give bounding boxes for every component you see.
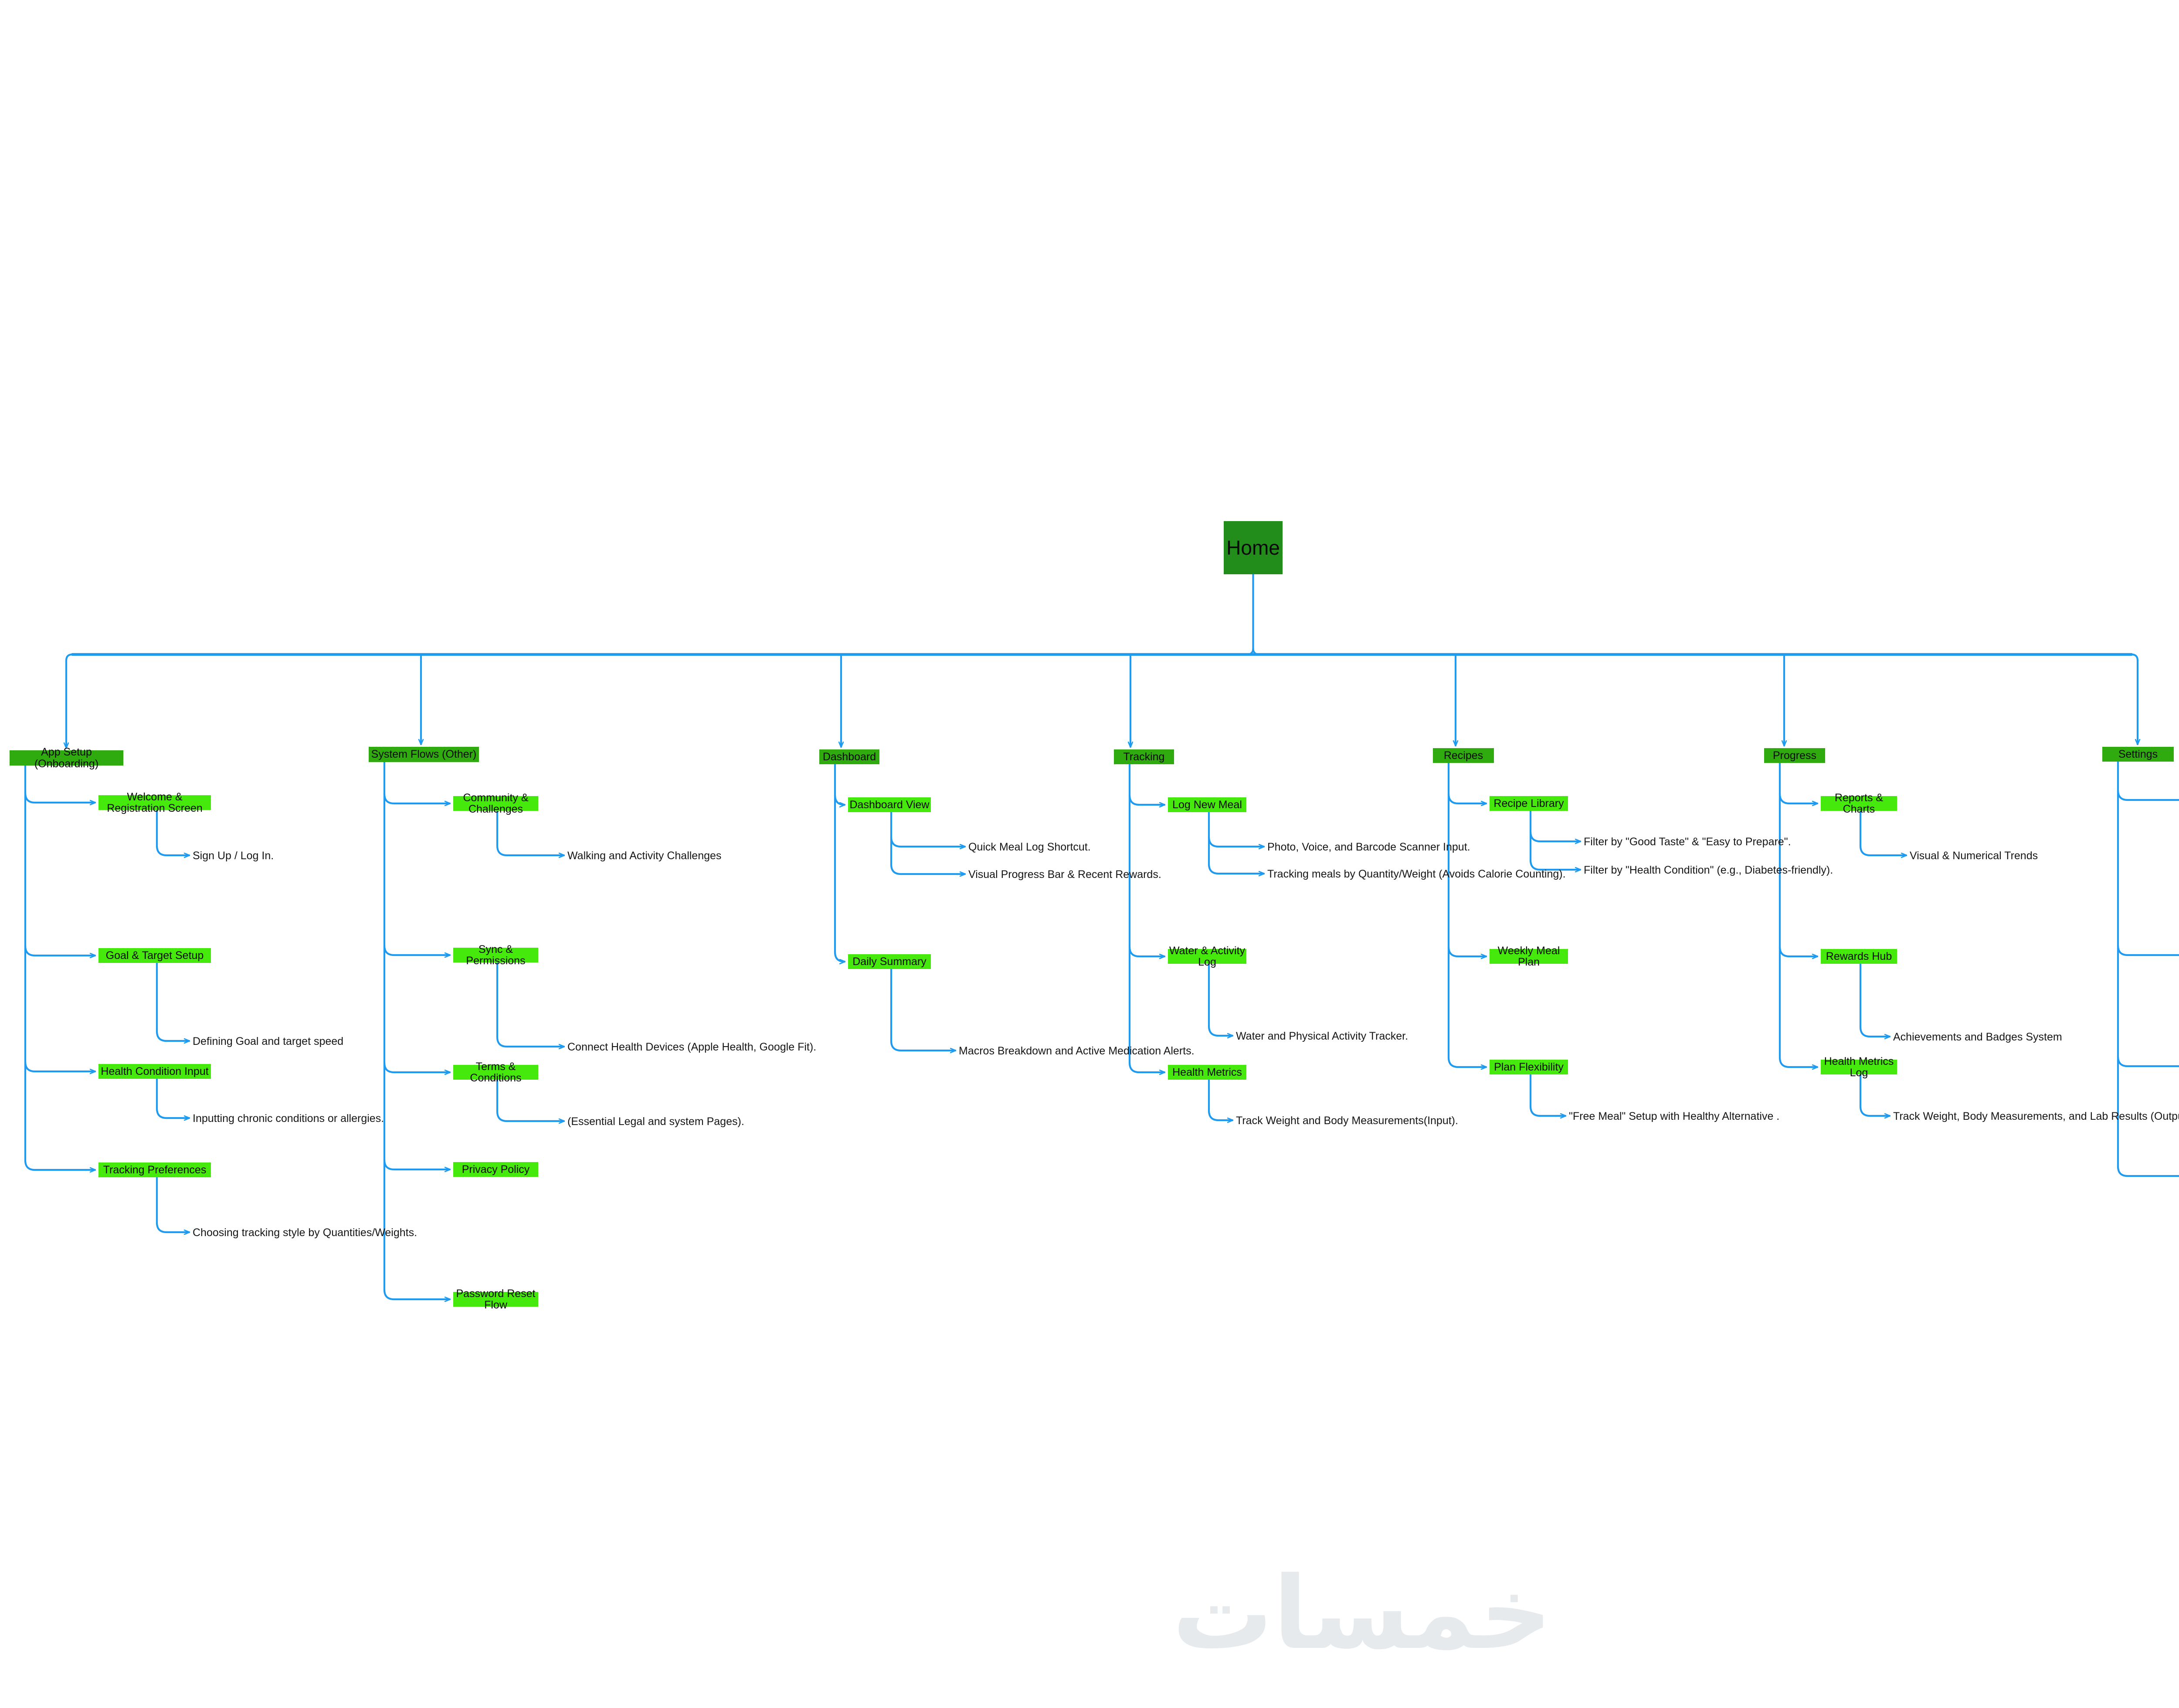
node-page-5-2[interactable]: Health Metrics Log [1821,1056,1897,1078]
note-3-2-0: Track Weight and Body Measurements(Input… [1236,1115,1458,1127]
node-page-1-3[interactable]: Privacy Policy [453,1162,538,1177]
note-1-2-0: (Essential Legal and system Pages). [567,1115,744,1128]
node-section-3[interactable]: Tracking [1114,749,1174,764]
node-page-0-2[interactable]: Health Condition Input [98,1064,211,1079]
note-2-0-1: Visual Progress Bar & Recent Rewards. [968,868,1161,881]
note-3-0-0: Photo, Voice, and Barcode Scanner Input. [1267,841,1470,853]
note-5-1-0: Achievements and Badges System [1893,1031,2062,1043]
node-page-5-0[interactable]: Reports & Charts [1821,792,1897,815]
note-5-2-0: Track Weight, Body Measurements, and Lab… [1893,1110,2179,1122]
node-page-3-1[interactable]: Water & Activity Log [1168,945,1246,968]
node-page-0-1[interactable]: Goal & Target Setup [98,948,211,963]
note-2-1-0: Macros Breakdown and Active Medication A… [959,1045,1195,1057]
node-page-0-0[interactable]: Welcome & Registration Screen [98,791,211,814]
node-page-0-3[interactable]: Tracking Preferences [98,1162,211,1177]
note-0-2-0: Inputting chronic conditions or allergie… [193,1112,384,1125]
node-page-3-2[interactable]: Health Metrics [1168,1065,1246,1080]
node-section-5[interactable]: Progress [1764,748,1825,763]
node-page-1-2[interactable]: Terms & Conditions [453,1061,538,1084]
note-0-1-0: Defining Goal and target speed [193,1035,344,1047]
note-0-0-0: Sign Up / Log In. [193,850,274,862]
watermark-khamsat: خمسات [1172,1556,1552,1672]
note-5-0-0: Visual & Numerical Trends [1910,850,2038,862]
node-home[interactable]: Home [1224,521,1283,574]
node-section-1[interactable]: System Flows (Other) [369,747,479,762]
node-section-2[interactable]: Dashboard [819,749,879,764]
note-0-3-0: Choosing tracking style by Quantities/We… [193,1227,417,1239]
note-1-0-0: Walking and Activity Challenges [567,850,722,862]
node-page-3-0[interactable]: Log New Meal [1168,797,1246,812]
node-page-4-0[interactable]: Recipe Library [1490,796,1568,811]
note-4-0-0: Filter by "Good Taste" & "Easy to Prepar… [1584,836,1791,848]
node-section-6[interactable]: Settings [2102,747,2174,762]
note-3-1-0: Water and Physical Activity Tracker. [1236,1030,1409,1042]
node-page-4-1[interactable]: Weekly Meal Plan [1490,945,1568,968]
node-page-1-4[interactable]: Password Reset Flow [453,1288,538,1311]
note-3-0-1: Tracking meals by Quantity/Weight (Avoid… [1267,868,1566,880]
note-4-2-0: "Free Meal" Setup with Healthy Alternati… [1569,1110,1780,1122]
node-page-5-1[interactable]: Rewards Hub [1821,949,1897,964]
node-page-2-1[interactable]: Daily Summary [848,954,931,969]
node-page-2-0[interactable]: Dashboard View [848,797,931,812]
node-section-4[interactable]: Recipes [1433,748,1494,763]
node-section-0[interactable]: App Setup (Onboarding) [10,746,123,769]
note-2-0-0: Quick Meal Log Shortcut. [968,841,1091,853]
note-4-0-1: Filter by "Health Condition" (e.g., Diab… [1584,864,1833,876]
note-1-1-0: Connect Health Devices (Apple Health, Go… [567,1041,817,1053]
node-page-1-1[interactable]: Sync & Permissions [453,944,538,966]
node-page-4-2[interactable]: Plan Flexibility [1490,1060,1568,1074]
node-page-1-0[interactable]: Community & Challenges [453,792,538,815]
